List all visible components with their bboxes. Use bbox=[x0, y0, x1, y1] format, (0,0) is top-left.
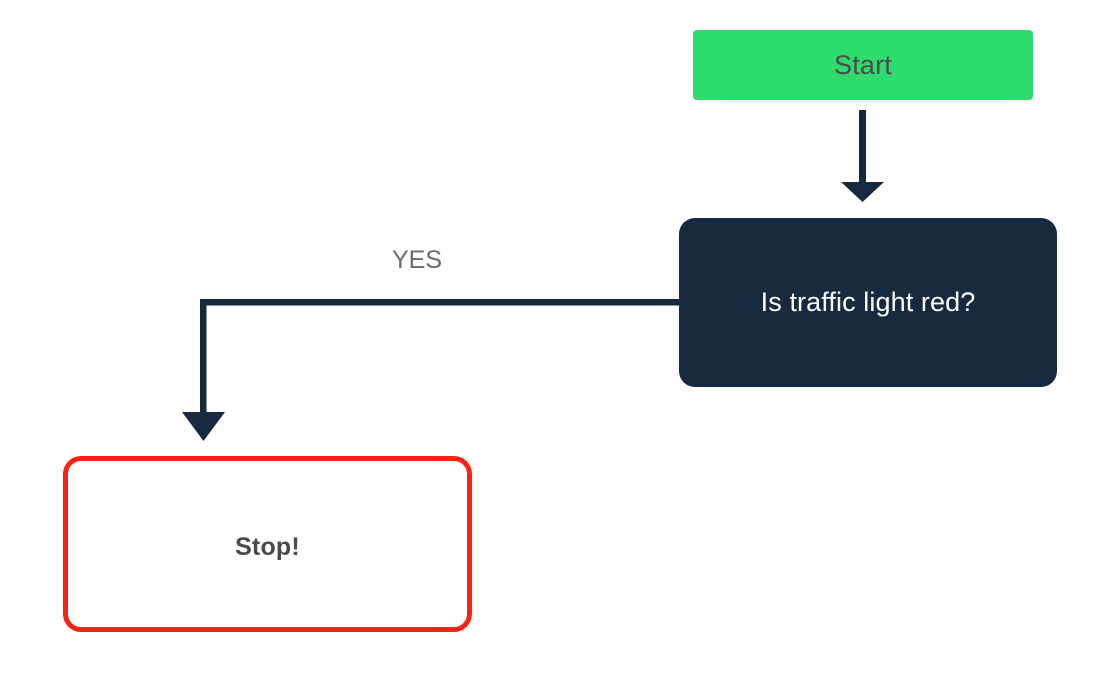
node-start[interactable]: Start bbox=[693, 30, 1033, 100]
node-stop[interactable]: Stop! bbox=[63, 456, 472, 632]
node-decision[interactable]: Is traffic light red? bbox=[679, 218, 1057, 387]
edge-start-to-decision bbox=[841, 110, 884, 202]
node-decision-label: Is traffic light red? bbox=[760, 287, 976, 317]
edge-decision-to-stop bbox=[182, 299, 679, 441]
node-start-label: Start bbox=[833, 49, 893, 80]
edge-label-yes: YES bbox=[392, 246, 443, 274]
node-stop-label: Stop! bbox=[235, 533, 300, 561]
